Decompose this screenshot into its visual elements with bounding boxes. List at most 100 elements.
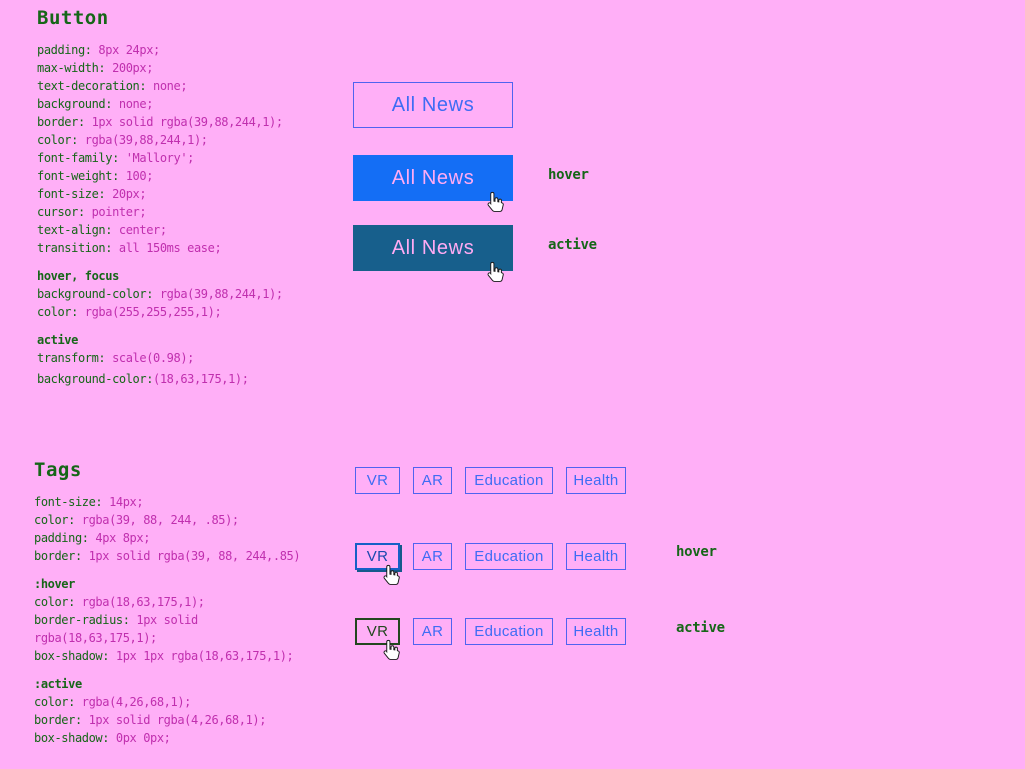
tag-vr[interactable]: VR [355,467,400,494]
css-property: box-shadow: [34,649,110,663]
tag-active-state-label: active [676,620,725,636]
css-value: rgba(39, 88, 244, .85); [74,513,239,527]
tag-vr-active[interactable]: VR [355,618,400,645]
code-line: color: rgba(18,63,175,1); [34,593,364,611]
tag-row-active: VR AR Education Health [355,618,626,645]
css-property: border: [34,713,82,727]
code-subheading-hover-focus: hover, focus [37,269,119,283]
code-line: background-color: rgba(39,88,244,1); [37,285,367,303]
code-subheading-active: :active [34,677,82,691]
code-line: transition: all 150ms ease; [37,239,367,257]
code-line: text-decoration: none; [37,77,367,95]
css-property: color: [37,305,78,319]
css-property: box-shadow: [34,731,110,745]
code-line: font-family: 'Mallory'; [37,149,367,167]
css-property: color: [34,695,75,709]
css-property: padding: [37,43,92,57]
css-property: background-color: [37,287,154,301]
css-property: text-decoration: [37,79,147,93]
tag-education[interactable]: Education [465,543,553,570]
code-line: border: 1px solid rgba(4,26,68,1); [34,711,364,729]
css-value: none; [112,97,154,111]
code-line: box-shadow: 1px 1px rgba(18,63,175,1); [34,647,364,665]
css-property: padding: [34,531,89,545]
tag-ar[interactable]: AR [413,543,452,570]
css-property: cursor: [37,205,85,219]
css-property: font-size: [34,495,103,509]
css-value: 4px 8px; [88,531,151,545]
button-active-state-label: active [548,237,597,253]
css-value: 'Mallory'; [118,151,195,165]
code-line: border-radius: 1px solid [34,611,364,629]
code-line: cursor: pointer; [37,203,367,221]
css-value: 20px; [105,187,147,201]
css-value: none; [146,79,188,93]
code-line: background-color:(18,63,175,1); [37,370,367,388]
css-value: (18,63,175,1); [153,372,249,386]
css-value: 1px solid rgba(4,26,68,1); [81,713,267,727]
button-section-title: Button [37,7,109,29]
css-value: 1px solid rgba(39,88,244,1); [84,115,284,129]
css-property: color: [34,513,75,527]
tag-vr-hover[interactable]: VR [355,543,400,570]
all-news-button-default[interactable]: All News [353,82,513,128]
button-hover-state-label: hover [548,167,589,183]
code-line: border: 1px solid rgba(39, 88, 244,.85) [34,547,364,565]
css-property: background-color: [37,372,154,386]
tag-education[interactable]: Education [465,618,553,645]
css-value: rgba(18,63,175,1); [74,595,205,609]
button-section-code: Button padding: 8px 24px; max-width: 200… [37,7,367,388]
code-line: box-shadow: 0px 0px; [34,729,364,747]
tag-health[interactable]: Health [566,543,626,570]
css-value: 1px solid [129,613,198,627]
code-line: transform: scale(0.98); [37,349,367,367]
code-line: text-align: center; [37,221,367,239]
css-value: 1px 1px rgba(18,63,175,1); [109,649,294,663]
tags-section-code: Tags font-size: 14px; color: rgba(39, 88… [34,459,364,747]
css-value: 100; [118,169,154,183]
css-value: 1px solid rgba(39, 88, 244,.85) [81,549,301,563]
css-value: center; [112,223,167,237]
code-line: font-size: 14px; [34,493,364,511]
css-property: border-radius: [34,613,130,627]
code-line: background: none; [37,95,367,113]
code-line: color: rgba(4,26,68,1); [34,693,364,711]
css-value: rgba(255,255,255,1); [77,305,222,319]
css-property: font-family: [37,151,119,165]
tag-row-default: VR AR Education Health [355,467,626,494]
css-value: 8px 24px; [91,43,160,57]
css-value: rgba(39,88,244,1); [77,133,208,147]
css-property: max-width: [37,61,106,75]
tag-health[interactable]: Health [566,467,626,494]
css-property: color: [34,595,75,609]
all-news-button-active[interactable]: All News [353,225,513,271]
css-property: transition: [37,241,113,255]
code-line: color: rgba(39,88,244,1); [37,131,367,149]
tag-ar[interactable]: AR [413,467,452,494]
code-line: font-size: 20px; [37,185,367,203]
css-property: font-size: [37,187,106,201]
all-news-button-hover[interactable]: All News [353,155,513,201]
css-value: rgba(39,88,244,1); [153,287,283,301]
tag-ar[interactable]: AR [413,618,452,645]
css-property: color: [37,133,78,147]
tag-health[interactable]: Health [566,618,626,645]
tag-education[interactable]: Education [465,467,553,494]
css-value: scale(0.98); [105,351,194,365]
tags-section-title: Tags [34,459,82,481]
css-property: border: [34,549,82,563]
code-line: max-width: 200px; [37,59,367,77]
code-line: padding: 8px 24px; [37,41,367,59]
tag-row-hover: VR AR Education Health [355,543,626,570]
tag-hover-state-label: hover [676,544,717,560]
css-value: 14px; [102,495,144,509]
code-subheading-active: active [37,333,78,347]
code-line: font-weight: 100; [37,167,367,185]
css-value: 0px 0px; [109,731,171,745]
code-line: padding: 4px 8px; [34,529,364,547]
code-subheading-hover: :hover [34,577,75,591]
css-property: transform: [37,351,106,365]
css-property: font-weight: [37,169,119,183]
css-value: rgba(4,26,68,1); [74,695,192,709]
